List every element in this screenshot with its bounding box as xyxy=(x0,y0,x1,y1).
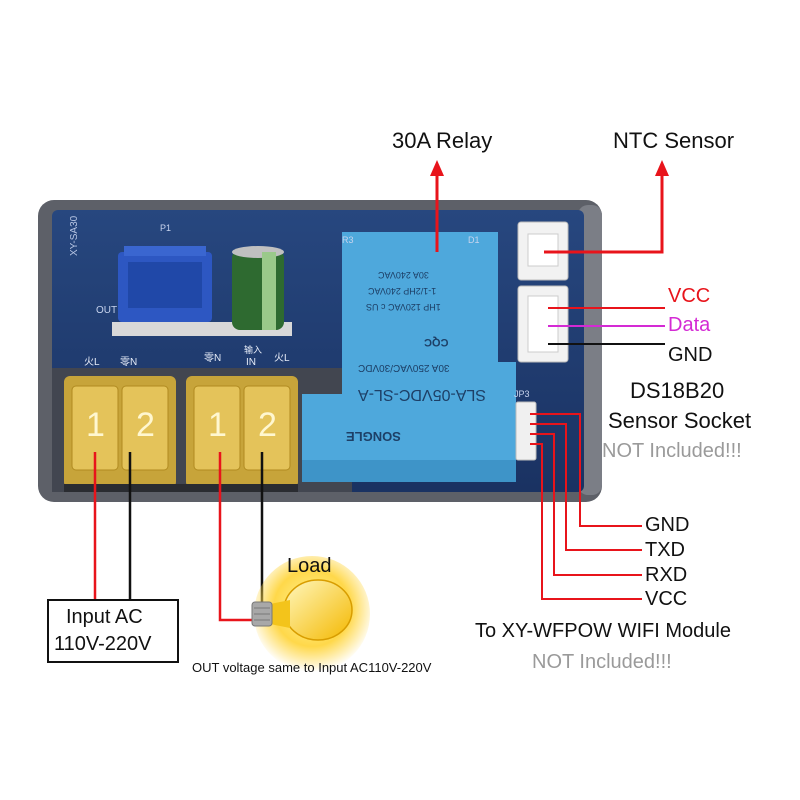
terminal-neutral-left-label: 零N xyxy=(120,357,138,368)
relay-rating2-text: 1HP 120VAC c US xyxy=(366,302,441,312)
terminal-2-output: 2 xyxy=(258,406,277,444)
ds18b20-subtitle: Sensor Socket xyxy=(608,408,752,433)
input-ac-label: Input AC xyxy=(66,606,143,628)
relay-rating4-text: 30A 240VAC xyxy=(378,270,429,280)
board-d1-label: D1 xyxy=(468,235,480,245)
input-voltage-label: 110V-220V xyxy=(54,633,152,655)
ds-data-label: Data xyxy=(668,314,711,336)
board-r3-label: R3 xyxy=(342,235,354,245)
lightbulb-icon xyxy=(251,556,370,672)
input-ac-box xyxy=(47,599,179,663)
relay-cqc-mark: CQC xyxy=(424,336,449,348)
relay-arrowhead xyxy=(430,160,444,176)
relay-rating3-text: 1-1/2HP 240VAC xyxy=(368,286,437,296)
uart-rxd-label: RXD xyxy=(645,564,688,586)
output-voltage-note: OUT voltage same to Input AC110V-220V xyxy=(192,660,432,675)
output-live-wire xyxy=(218,452,252,622)
ds-vcc-label: VCC xyxy=(668,285,711,307)
uart-vcc-label: VCC xyxy=(645,588,688,610)
terminal-live-right-label: 火L xyxy=(274,353,290,364)
terminal-live-left-label: 火L xyxy=(84,357,100,368)
wifi-not-included-note: NOT Included!!! xyxy=(532,651,672,673)
ntc-pointer-line xyxy=(544,172,664,254)
jp3-header xyxy=(515,401,537,461)
terminal-in-label: IN xyxy=(246,357,256,368)
relay-rating1-text: 30A 250VAC/30VDC xyxy=(358,362,450,373)
uart-rxd-wire xyxy=(530,433,642,576)
wifi-module-label: To XY-WFPOW WIFI Module xyxy=(475,620,731,642)
terminal-1-output: 1 xyxy=(208,406,227,444)
uart-gnd-wire xyxy=(530,413,642,527)
relay-callout-label: 30A Relay xyxy=(392,128,493,153)
relay-brand-text: SONGLE xyxy=(346,429,401,444)
load-label: Load xyxy=(287,555,332,577)
ds18b20-title: DS18B20 xyxy=(630,378,725,403)
ntc-arrowhead xyxy=(655,160,669,176)
uart-vcc-wire xyxy=(530,443,642,600)
board-out-label: OUT xyxy=(96,305,118,316)
terminal-neutral-right-label: 零N xyxy=(204,353,222,364)
uart-gnd-label: GND xyxy=(645,514,690,536)
board-jp3-label: JP3 xyxy=(514,389,530,399)
relay-body xyxy=(302,232,516,482)
ds18b20-not-included-note: NOT Included!!! xyxy=(602,440,742,462)
ds-gnd-label: GND xyxy=(668,344,713,366)
terminal-1-input: 1 xyxy=(86,406,105,444)
terminal-2-input: 2 xyxy=(136,406,155,444)
ntc-callout-label: NTC Sensor xyxy=(613,128,735,153)
uart-txd-wire xyxy=(530,423,642,551)
board-model-label: XY-SA30 xyxy=(69,215,80,256)
capacitor xyxy=(232,250,284,330)
board-p1-label: P1 xyxy=(160,223,172,233)
terminal-input-cn-label: 输入 xyxy=(244,345,263,355)
uart-txd-label: TXD xyxy=(645,539,685,561)
relay-model-text: SLA-05VDC-SL-A xyxy=(358,386,487,403)
